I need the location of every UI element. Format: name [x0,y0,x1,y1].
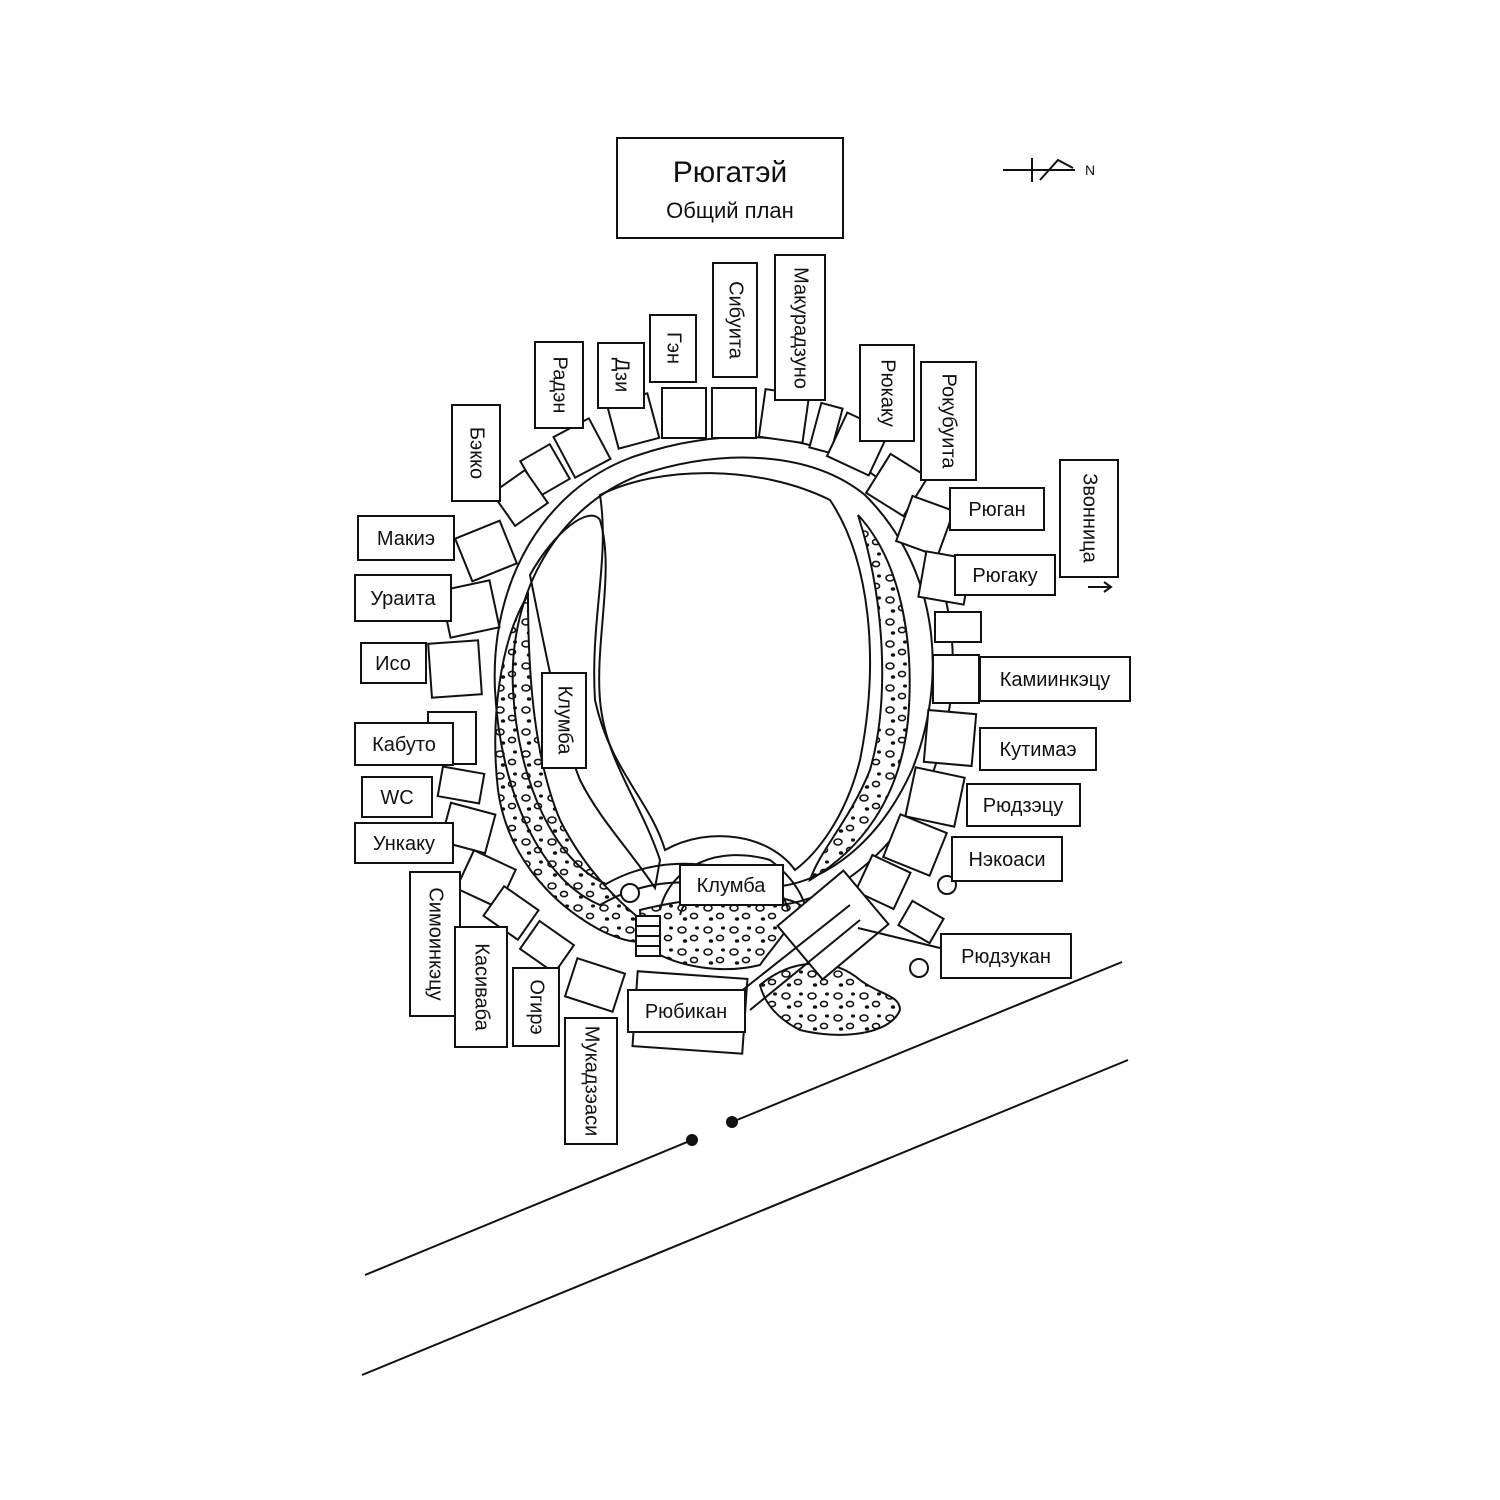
bridge-steps [635,915,661,957]
label-makuradzuno: Макурадзуно [774,254,826,401]
lantern-left-icon [620,883,640,903]
svg-text:Макиэ: Макиэ [377,528,435,550]
label-ogire: Огирэ [512,967,560,1047]
label-beko: Бэкко [451,404,501,502]
label-sibuita: Сибуита [712,262,758,378]
svg-text:Исо: Исо [375,653,411,675]
label-makie: Макиэ [357,515,455,561]
svg-text:Мукадзэаси: Мукадзэаси [581,1026,603,1137]
bell-tower-arrow-icon [1088,581,1113,593]
plan-subtitle: Общий план [666,198,794,223]
label-gen: Гэн [649,314,697,383]
svg-text:Дзи: Дзи [611,358,633,393]
lantern-bottom-icon [909,958,929,978]
svg-text:Рюбикан: Рюбикан [645,1001,727,1023]
central-pond [593,472,871,872]
label-ryukaku: Рюкаку [859,344,915,442]
label-raden: Радэн [534,341,584,429]
pebble-bed-right [808,514,911,883]
svg-text:Огирэ: Огирэ [526,979,548,1034]
svg-text:Ункаку: Ункаку [373,833,435,855]
label-kasivaba: Касиваба [454,926,508,1048]
label-kabuto: Кабуто [354,722,454,766]
svg-text:Клумба: Клумба [554,686,576,756]
north-label: N [1085,162,1095,178]
svg-text:Звонница: Звонница [1079,473,1101,563]
svg-text:Макурадзуно: Макурадзуно [790,267,812,389]
north-arrow-icon: N [1003,158,1095,182]
label-iso: Исо [360,642,427,684]
label-ryugan: Рюган [949,487,1045,531]
svg-text:Кутимаэ: Кутимаэ [999,739,1076,761]
inner-loop-path [659,854,806,911]
label-mukadzesi: Мукадзэаси [564,1017,618,1145]
svg-text:Гэн: Гэн [663,332,685,364]
label-klumba-center: Клумба [679,864,784,906]
label-ryudzetsu: Рюдзэцу [966,783,1081,827]
label-zvonnitsa: Звонница [1059,459,1119,578]
label-unkaku: Ункаку [354,822,454,864]
svg-text:Рюгаку: Рюгаку [972,565,1037,587]
label-nekoasi: Нэкоаси [951,836,1063,882]
label-klumba-left: Клумба [541,672,587,769]
label-dzi: Дзи [597,342,645,409]
svg-text:Нэкоаси: Нэкоаси [968,849,1045,871]
label-rokubuita: Рокубуита [920,361,977,481]
label-ryudzukan: Рюдзукан [940,933,1072,979]
svg-text:Радэн: Радэн [549,357,571,414]
svg-text:Сибуита: Сибуита [725,281,747,360]
title-block: Рюгатэй Общий план [616,137,844,239]
label-uraita: Ураита [354,574,452,622]
svg-text:Рюдзукан: Рюдзукан [961,946,1051,968]
label-ryugaku: Рюгаку [954,554,1056,596]
label-simoinketsu: Симоинкэцу [409,871,461,1017]
svg-text:Рюган: Рюган [968,499,1025,521]
svg-text:Рокубуита: Рокубуита [938,373,960,469]
road [361,961,1129,1376]
svg-text:Рюдзэцу: Рюдзэцу [983,795,1063,817]
svg-text:Камиинкэцу: Камиинкэцу [1000,669,1111,691]
svg-text:Ураита: Ураита [370,588,436,610]
svg-text:Кабуто: Кабуто [372,734,436,756]
svg-text:Касиваба: Касиваба [471,943,493,1031]
svg-text:Бэкко: Бэкко [466,427,488,479]
label-kutimae: Кутимаэ [979,727,1097,771]
svg-text:WC: WC [380,787,413,809]
plan-title: Рюгатэй [673,156,788,189]
svg-text:Рюкаку: Рюкаку [877,359,899,427]
svg-text:Симоинкэцу: Симоинкэцу [425,887,447,1000]
label-ryubikan: Рюбикан [627,989,746,1033]
label-wc: WC [361,776,433,818]
svg-text:Клумба: Клумба [697,875,767,897]
pebble-bed-bottom [638,894,802,971]
label-kamiinketsu: Камиинкэцу [979,656,1131,702]
